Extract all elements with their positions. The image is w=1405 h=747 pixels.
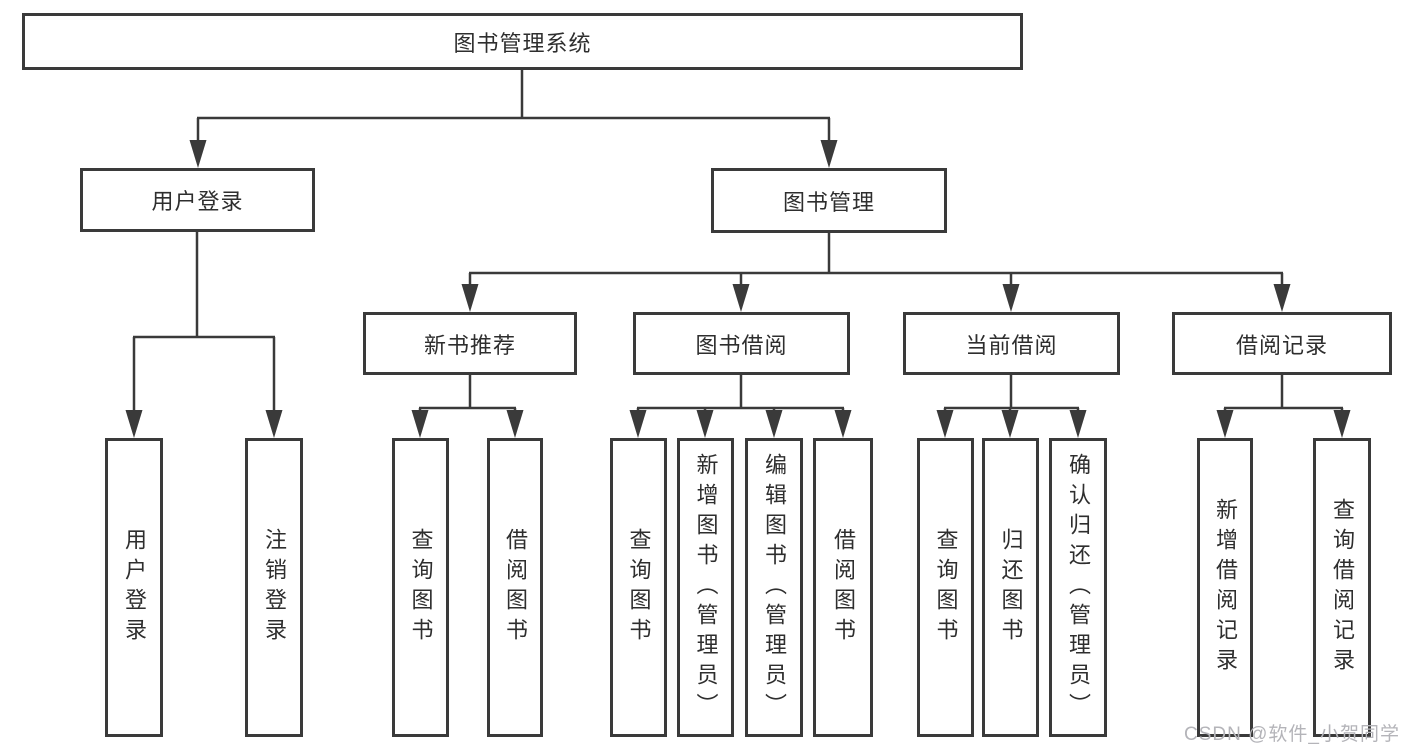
connector-user-login-children	[125, 232, 283, 438]
node-add-borrow-record: 新增借阅记录	[1197, 438, 1253, 737]
node-borrow-records: 借阅记录	[1172, 312, 1392, 375]
node-confirm-return-admin: 确认归还（管理员）	[1049, 438, 1107, 737]
node-logout: 注销登录	[245, 438, 303, 737]
node-user-login: 用户登录	[80, 168, 315, 232]
node-query-books-current: 查询图书	[917, 438, 974, 737]
node-query-books-borrow: 查询图书	[610, 438, 667, 737]
node-query-borrow-record: 查询借阅记录	[1313, 438, 1371, 737]
node-return-books: 归还图书	[982, 438, 1039, 737]
node-query-books-recommend: 查询图书	[392, 438, 449, 737]
connector-new-book-recommend-children	[411, 375, 524, 438]
connector-book-borrow-children	[629, 375, 852, 438]
connector-borrow-records-children	[1216, 375, 1351, 438]
node-user-login-leaf: 用户登录	[105, 438, 163, 737]
connector-book-management-children	[461, 233, 1291, 312]
node-borrow-books-leaf: 借阅图书	[813, 438, 873, 737]
node-root: 图书管理系统	[22, 13, 1023, 70]
watermark-text: CSDN @软件_小贺同学	[1184, 724, 1400, 745]
node-borrow-books-recommend: 借阅图书	[487, 438, 543, 737]
node-edit-books-admin: 编辑图书（管理员）	[745, 438, 803, 737]
node-current-borrow: 当前借阅	[903, 312, 1120, 375]
connector-current-borrow-children	[936, 375, 1087, 438]
node-book-management: 图书管理	[711, 168, 947, 233]
node-add-books-admin: 新增图书（管理员）	[677, 438, 734, 737]
node-new-book-recommend: 新书推荐	[363, 312, 577, 375]
node-book-borrow: 图书借阅	[633, 312, 850, 375]
connector-root-to-level2	[189, 70, 838, 168]
